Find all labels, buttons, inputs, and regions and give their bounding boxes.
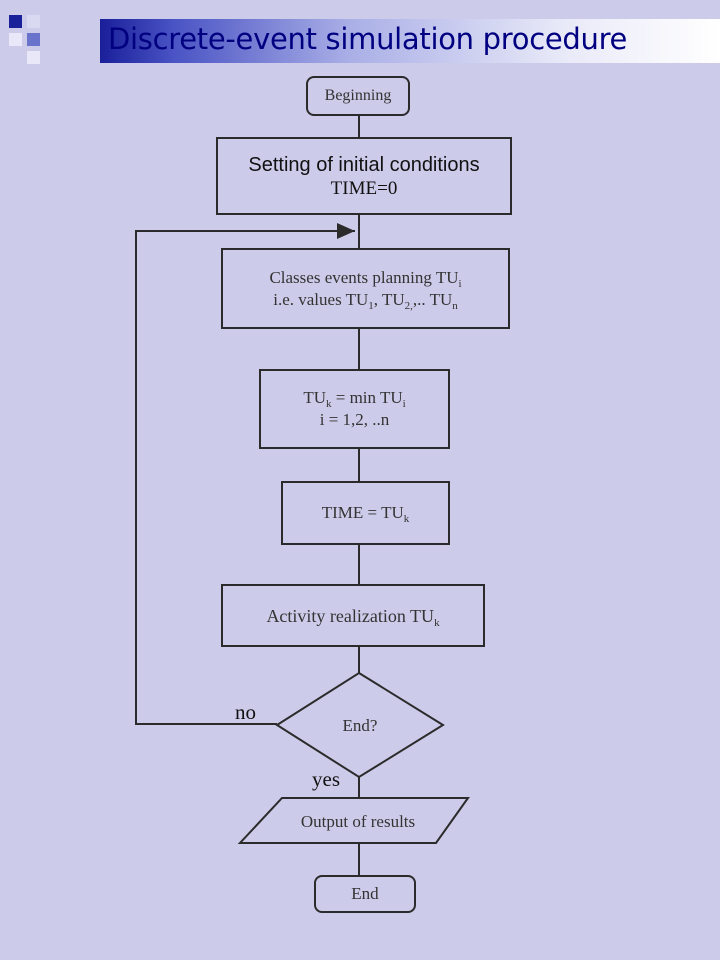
end-decision-label: End? xyxy=(342,716,378,735)
beginning-terminal: Beginning xyxy=(306,76,410,116)
min-tu-text-b: = min TU xyxy=(331,388,403,407)
time-assign-line: TIME = TUk xyxy=(321,502,410,525)
title-decoration-square-3 xyxy=(27,33,40,46)
activity-realization-text: Activity realization TU xyxy=(266,605,435,626)
initial-conditions-box: Setting of initial conditions TIME=0 xyxy=(216,137,512,215)
beginning-label: Beginning xyxy=(324,87,392,104)
classes-events-sub: i xyxy=(458,277,462,290)
values-text-b: , TU xyxy=(373,289,405,309)
output-results-label: Output of results xyxy=(300,812,416,831)
min-tu-text-a: TU xyxy=(303,388,326,407)
time-zero-label: TIME=0 xyxy=(330,178,398,199)
no-branch-label: no xyxy=(235,700,256,724)
output-parallelogram xyxy=(237,797,470,844)
activity-realization-sub: k xyxy=(434,616,440,629)
title-bar xyxy=(100,19,720,63)
time-assign-box: TIME = TUk xyxy=(281,481,450,545)
initial-conditions-label: Setting of initial conditions xyxy=(248,154,480,176)
values-sub-1: 1 xyxy=(368,299,374,312)
min-tu-box: TUk = min TUi i = 1,2, ..n xyxy=(259,369,450,449)
end-decision-diamond xyxy=(275,671,445,779)
title-decoration-square-2 xyxy=(27,15,40,28)
activity-realization-line: Activity realization TUk xyxy=(266,605,440,629)
page-title: Discrete-event simulation procedure xyxy=(108,22,628,56)
end-terminal: End xyxy=(314,875,416,913)
min-tu-line2: i = 1,2, ..n xyxy=(319,410,390,429)
min-tu-sub-i: i xyxy=(402,398,406,410)
values-sub-2: 2, xyxy=(404,299,413,312)
values-sub-n: n xyxy=(452,299,458,312)
title-decoration-square-1 xyxy=(9,15,22,28)
min-tu-line1: TUk = min TUi xyxy=(303,387,406,410)
classes-events-text: Classes events planning TU xyxy=(269,267,459,287)
title-decoration-square-5 xyxy=(27,51,40,64)
classes-events-box: Classes events planning TUi i.e. values … xyxy=(221,248,510,329)
activity-realization-box: Activity realization TUk xyxy=(221,584,485,647)
values-text-a: i.e. values TU xyxy=(273,289,369,309)
min-tu-sub-k: k xyxy=(325,398,332,410)
title-decoration-square-4 xyxy=(9,33,22,46)
time-assign-text: TIME = TU xyxy=(321,503,404,522)
classes-events-line1: Classes events planning TUi xyxy=(269,267,462,290)
loop-back-connector xyxy=(135,223,355,725)
yes-branch-label: yes xyxy=(312,767,340,791)
values-text-c: ,.. TU xyxy=(412,289,453,309)
end-label: End xyxy=(351,884,379,903)
classes-events-line2: i.e. values TU1, TU2,,.. TUn xyxy=(273,289,458,312)
time-assign-sub: k xyxy=(403,513,410,525)
